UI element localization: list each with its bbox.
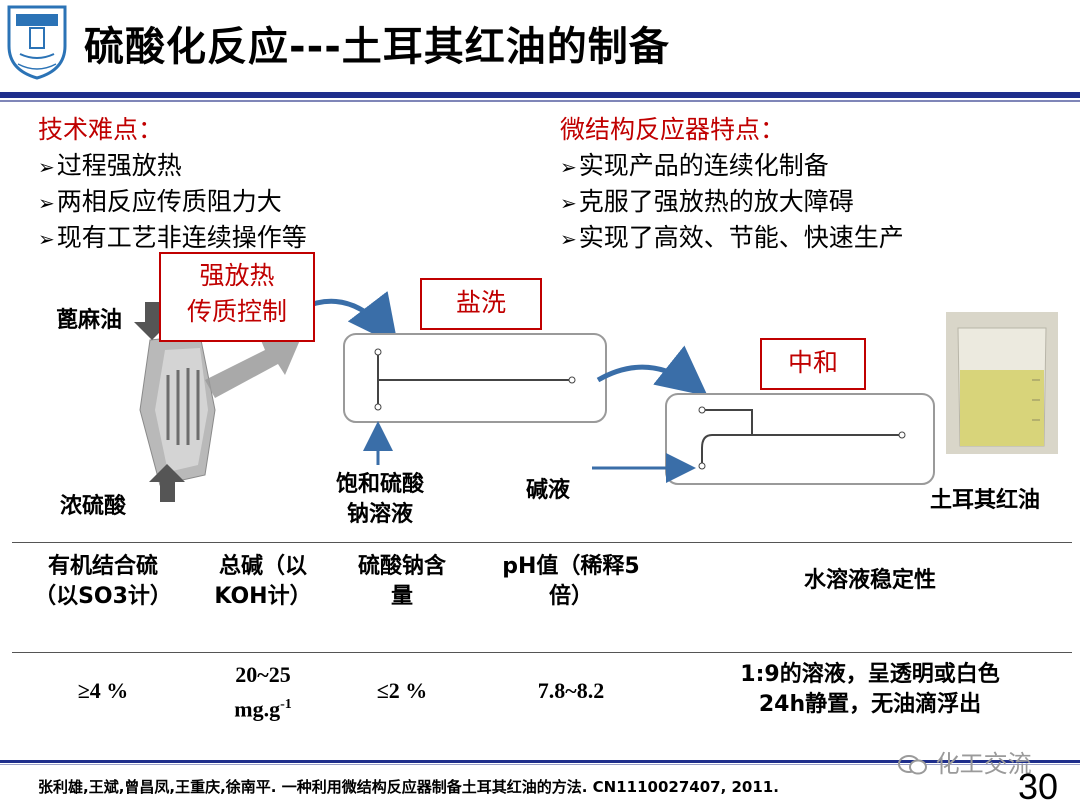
flow-arrow	[596, 345, 708, 397]
bullet-arrow-icon: ➢	[38, 227, 55, 251]
bullet-arrow-icon: ➢	[38, 155, 55, 179]
bullet-arrow-icon: ➢	[38, 191, 55, 215]
sulfuric-acid-label: 浓硫酸	[60, 494, 127, 519]
difficulty-item: ➢现有工艺非连续操作等	[38, 223, 307, 252]
feature-item: ➢实现产品的连续化制备	[560, 151, 829, 180]
value-sodium-sulfate: ≤2 %	[376, 678, 428, 703]
neutralization-step-box: 中和	[760, 338, 866, 390]
header-sodium-sulfate: 硫酸钠含量	[357, 554, 446, 609]
header-organic-sulfur: 有机结合硫（以SO3计）	[34, 554, 172, 609]
table-top-rule	[12, 542, 1072, 543]
reference-citation: 张利雄,王斌,曾昌凤,王重庆,徐南平. 一种利用微结构反应器制备土耳其红油的方法…	[38, 778, 779, 796]
difficulty-item: ➢两相反应传质阻力大	[38, 187, 282, 216]
value-organic-sulfur: ≥4 %	[77, 678, 129, 703]
difficulties-heading: 技术难点：	[38, 115, 164, 144]
title-divider	[0, 92, 1080, 98]
table-mid-rule	[12, 652, 1072, 653]
page-number: 30	[1018, 766, 1059, 807]
wash-step-box: 盐洗	[420, 278, 542, 330]
wash-reactor	[343, 333, 607, 423]
value-ph: 7.8~8.2	[537, 678, 605, 703]
wechat-icon	[898, 754, 928, 776]
bullet-arrow-icon: ➢	[560, 227, 577, 251]
footer-rule-thin	[0, 764, 1080, 765]
neutralization-reactor	[665, 393, 935, 485]
callout-exotherm-box: 强放热 传质控制	[159, 252, 315, 342]
header-stability: 水溶液稳定性	[803, 568, 936, 593]
title-divider-thin	[0, 100, 1080, 102]
product-label: 土耳其红油	[930, 488, 1041, 513]
footer-rule	[0, 760, 1080, 763]
bullet-arrow-icon: ➢	[560, 155, 577, 179]
process-diagram	[134, 291, 1058, 502]
university-logo	[6, 4, 68, 80]
page-title: 硫酸化反应---土耳其红油的制备	[84, 24, 670, 70]
difficulty-item: ➢过程强放热	[38, 151, 182, 180]
value-total-alkali: 20~25 mg.g-1	[234, 662, 292, 722]
feature-item: ➢克服了强放热的放大障碍	[560, 187, 854, 216]
features-heading: 微结构反应器特点：	[560, 115, 786, 144]
alkali-feed-label: 碱液	[526, 478, 571, 503]
product-beaker-image	[946, 312, 1058, 454]
sodium-sulfate-feed-label: 饱和硫酸 钠溶液	[335, 472, 424, 527]
feature-item: ➢实现了高效、节能、快速生产	[560, 223, 904, 252]
watermark: 化工交流	[898, 744, 1032, 779]
castor-oil-label: 蓖麻油	[56, 308, 123, 333]
value-stability: 1:9的溶液，呈透明或白色 24h静置，无油滴浮出	[740, 662, 1000, 717]
bullet-arrow-icon: ➢	[560, 191, 577, 215]
